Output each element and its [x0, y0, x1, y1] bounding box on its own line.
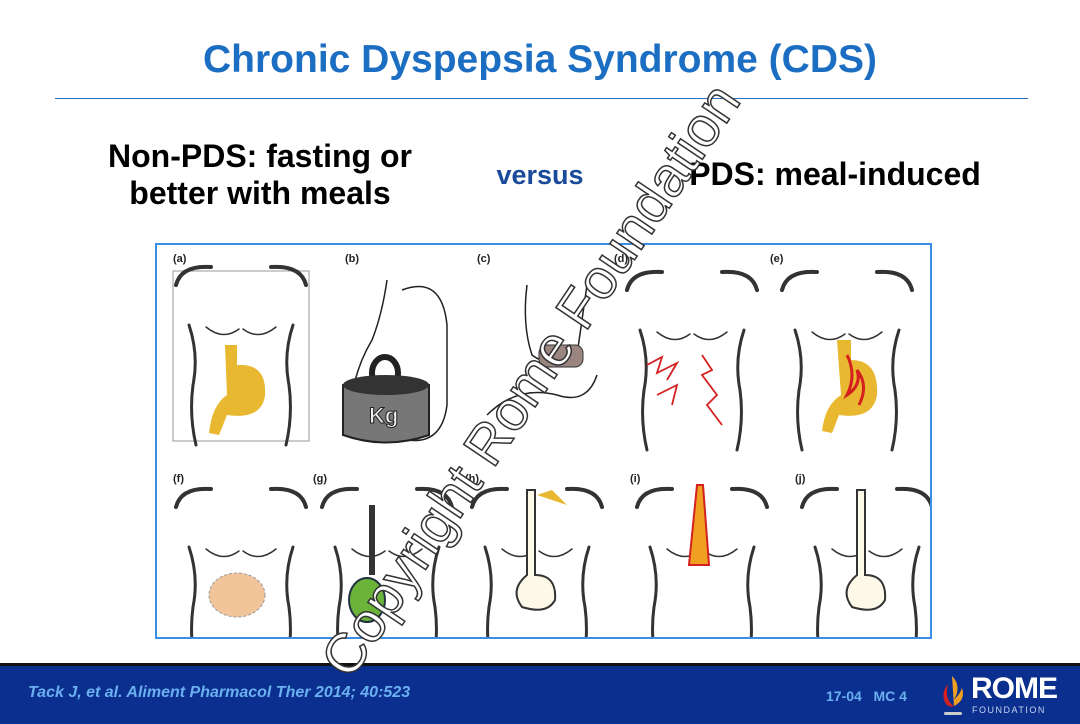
panel-i-heartburn [687, 484, 711, 566]
panel-label-d: (d) [614, 253, 629, 265]
citation: Tack J, et al. Aliment Pharmacol Ther 20… [28, 684, 411, 701]
panel-a-frame [172, 270, 310, 442]
weight-kg-label: Kg [369, 403, 398, 428]
title-divider [55, 98, 1028, 99]
non-pds-line1: Non-PDS: fasting or [108, 138, 412, 174]
panel-label-a: (a) [173, 253, 187, 265]
panel-j-esophagus [845, 489, 887, 611]
weight-body [342, 384, 430, 444]
panel-h-esophagus [515, 489, 557, 611]
panel-label-e: (e) [770, 253, 784, 265]
panel-e-burning [843, 354, 865, 406]
panel-g-stomach [348, 577, 386, 623]
pds-heading: PDS: meal-induced [689, 156, 981, 192]
figure-drawings: Kg [172, 264, 930, 637]
panel-a-stomach [209, 345, 266, 435]
panel-a-torso [174, 264, 308, 447]
logo-rome-text: ROME [971, 672, 1058, 705]
panel-label-c: (c) [477, 253, 491, 265]
panel-label-h: (h) [465, 473, 480, 485]
versus-label: versus [496, 160, 584, 190]
non-pds-heading: Non-PDS: fasting or better with meals [60, 138, 460, 212]
slide-title: Chronic Dyspepsia Syndrome (CDS) [203, 38, 877, 81]
panel-label-i: (i) [630, 473, 641, 485]
panel-c-device [538, 344, 584, 368]
flame-icon [943, 676, 963, 715]
slide-code: 17-04 MC 4 [826, 688, 907, 704]
panel-f-pain-area [208, 572, 266, 618]
non-pds-line2: better with meals [129, 175, 391, 211]
panel-d-torso [625, 269, 759, 452]
panel-label-g: (g) [313, 473, 328, 485]
panel-d-pain-lines [646, 354, 723, 426]
rome-foundation-logo: ROME FOUNDATION [938, 672, 1068, 718]
logo-foundation-text: FOUNDATION [972, 705, 1046, 715]
panel-label-f: (f) [173, 473, 184, 485]
panel-h-torso [470, 486, 604, 637]
panel-label-b: (b) [345, 253, 360, 265]
dyspepsia-illustration-figure: Kg (a) (b) (c) (d) (e) (f) (g) (h) (i) (… [155, 243, 932, 639]
footer-bar: Tack J, et al. Aliment Pharmacol Ther 20… [0, 663, 1080, 724]
panel-label-j: (j) [795, 473, 806, 485]
panel-g-torso [320, 486, 454, 637]
